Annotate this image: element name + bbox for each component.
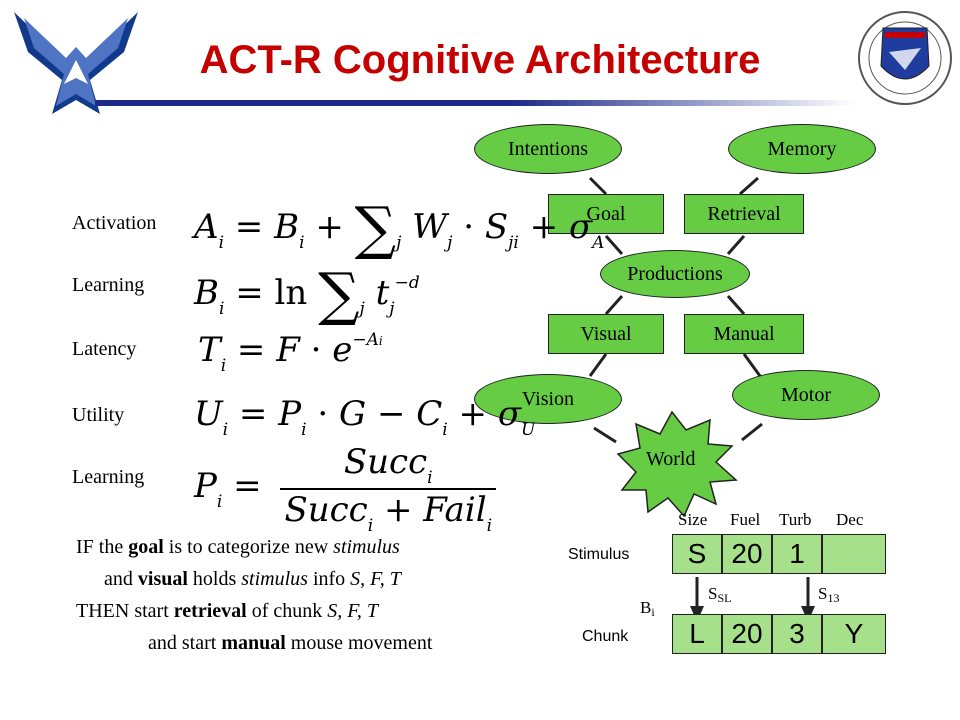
productions-visual-link: [604, 295, 624, 315]
world-label: World: [646, 448, 696, 470]
s-13-label: S13: [818, 584, 840, 605]
probability-equation: Pi = Succi Succi + Faili: [194, 442, 497, 536]
b-i-label: Bi: [640, 598, 655, 619]
visual-node: Visual: [548, 314, 664, 354]
header-turb: Turb: [779, 510, 812, 529]
intentions-node: Intentions: [474, 124, 622, 174]
goal-node: Goal: [548, 194, 664, 234]
chunk-cell-size: L: [672, 614, 722, 654]
stimulus-label: Stimulus: [568, 546, 630, 563]
stimulus-cell-size: S: [672, 534, 722, 574]
afosr-seal-icon: [858, 11, 952, 105]
title-rule: [95, 100, 855, 106]
memory-node: Memory: [728, 124, 876, 174]
visual-vision-link: [588, 353, 608, 377]
rule-line-4: and start manual mouse movement: [148, 632, 433, 654]
utility-equation: Ui = Pi · G − Ci + σU: [194, 394, 536, 440]
latency-equation: Ti = F · e−Ai: [198, 330, 383, 376]
chunk-label: Chunk: [582, 628, 629, 645]
retrieval-productions-link: [726, 235, 746, 255]
chunk-cell-fuel: 20: [722, 614, 772, 654]
learning2-label: Learning: [72, 466, 145, 488]
air-force-emblem-icon: [14, 12, 138, 114]
vision-node: Vision: [474, 374, 622, 424]
manual-motor-link: [742, 353, 762, 377]
utility-label: Utility: [72, 404, 125, 426]
header-dec: Dec: [836, 510, 864, 529]
header-size: Size: [678, 510, 708, 529]
motor-world-link: [741, 422, 763, 442]
productions-node: Productions: [600, 250, 750, 298]
vision-world-link: [593, 426, 617, 444]
learning-equation: Bi = ln ∑j tj−d: [194, 260, 420, 328]
stimulus-cell-turb: 1: [772, 534, 822, 574]
manual-node: Manual: [684, 314, 804, 354]
latency-label: Latency: [72, 338, 137, 360]
memory-retrieval-link: [739, 176, 759, 196]
goal-productions-link: [604, 235, 624, 255]
page-title: ACT-R Cognitive Architecture: [199, 38, 761, 82]
motor-node: Motor: [732, 370, 880, 420]
rule-line-3: THEN start retrieval of chunk S, F, T: [76, 600, 378, 622]
stimulus-cell-fuel: 20: [722, 534, 772, 574]
world-burst: [616, 410, 738, 518]
s-sl-label: SSL: [708, 584, 732, 605]
chunk-cell-dec: Y: [822, 614, 886, 654]
productions-manual-link: [726, 295, 746, 315]
activation-label: Activation: [72, 212, 157, 234]
learning-label: Learning: [72, 274, 145, 296]
intentions-goal-link: [588, 176, 608, 196]
activation-equation: Ai = Bi + ∑j Wj · Sji + σA: [194, 194, 605, 262]
rule-line-1: IF the goal is to categorize new stimulu…: [76, 536, 400, 558]
header-fuel: Fuel: [730, 510, 761, 529]
chunk-cell-turb: 3: [772, 614, 822, 654]
rule-line-2: and visual holds stimulus info S, F, T: [104, 568, 401, 590]
stimulus-cell-dec: [822, 534, 886, 574]
retrieval-node: Retrieval: [684, 194, 804, 234]
